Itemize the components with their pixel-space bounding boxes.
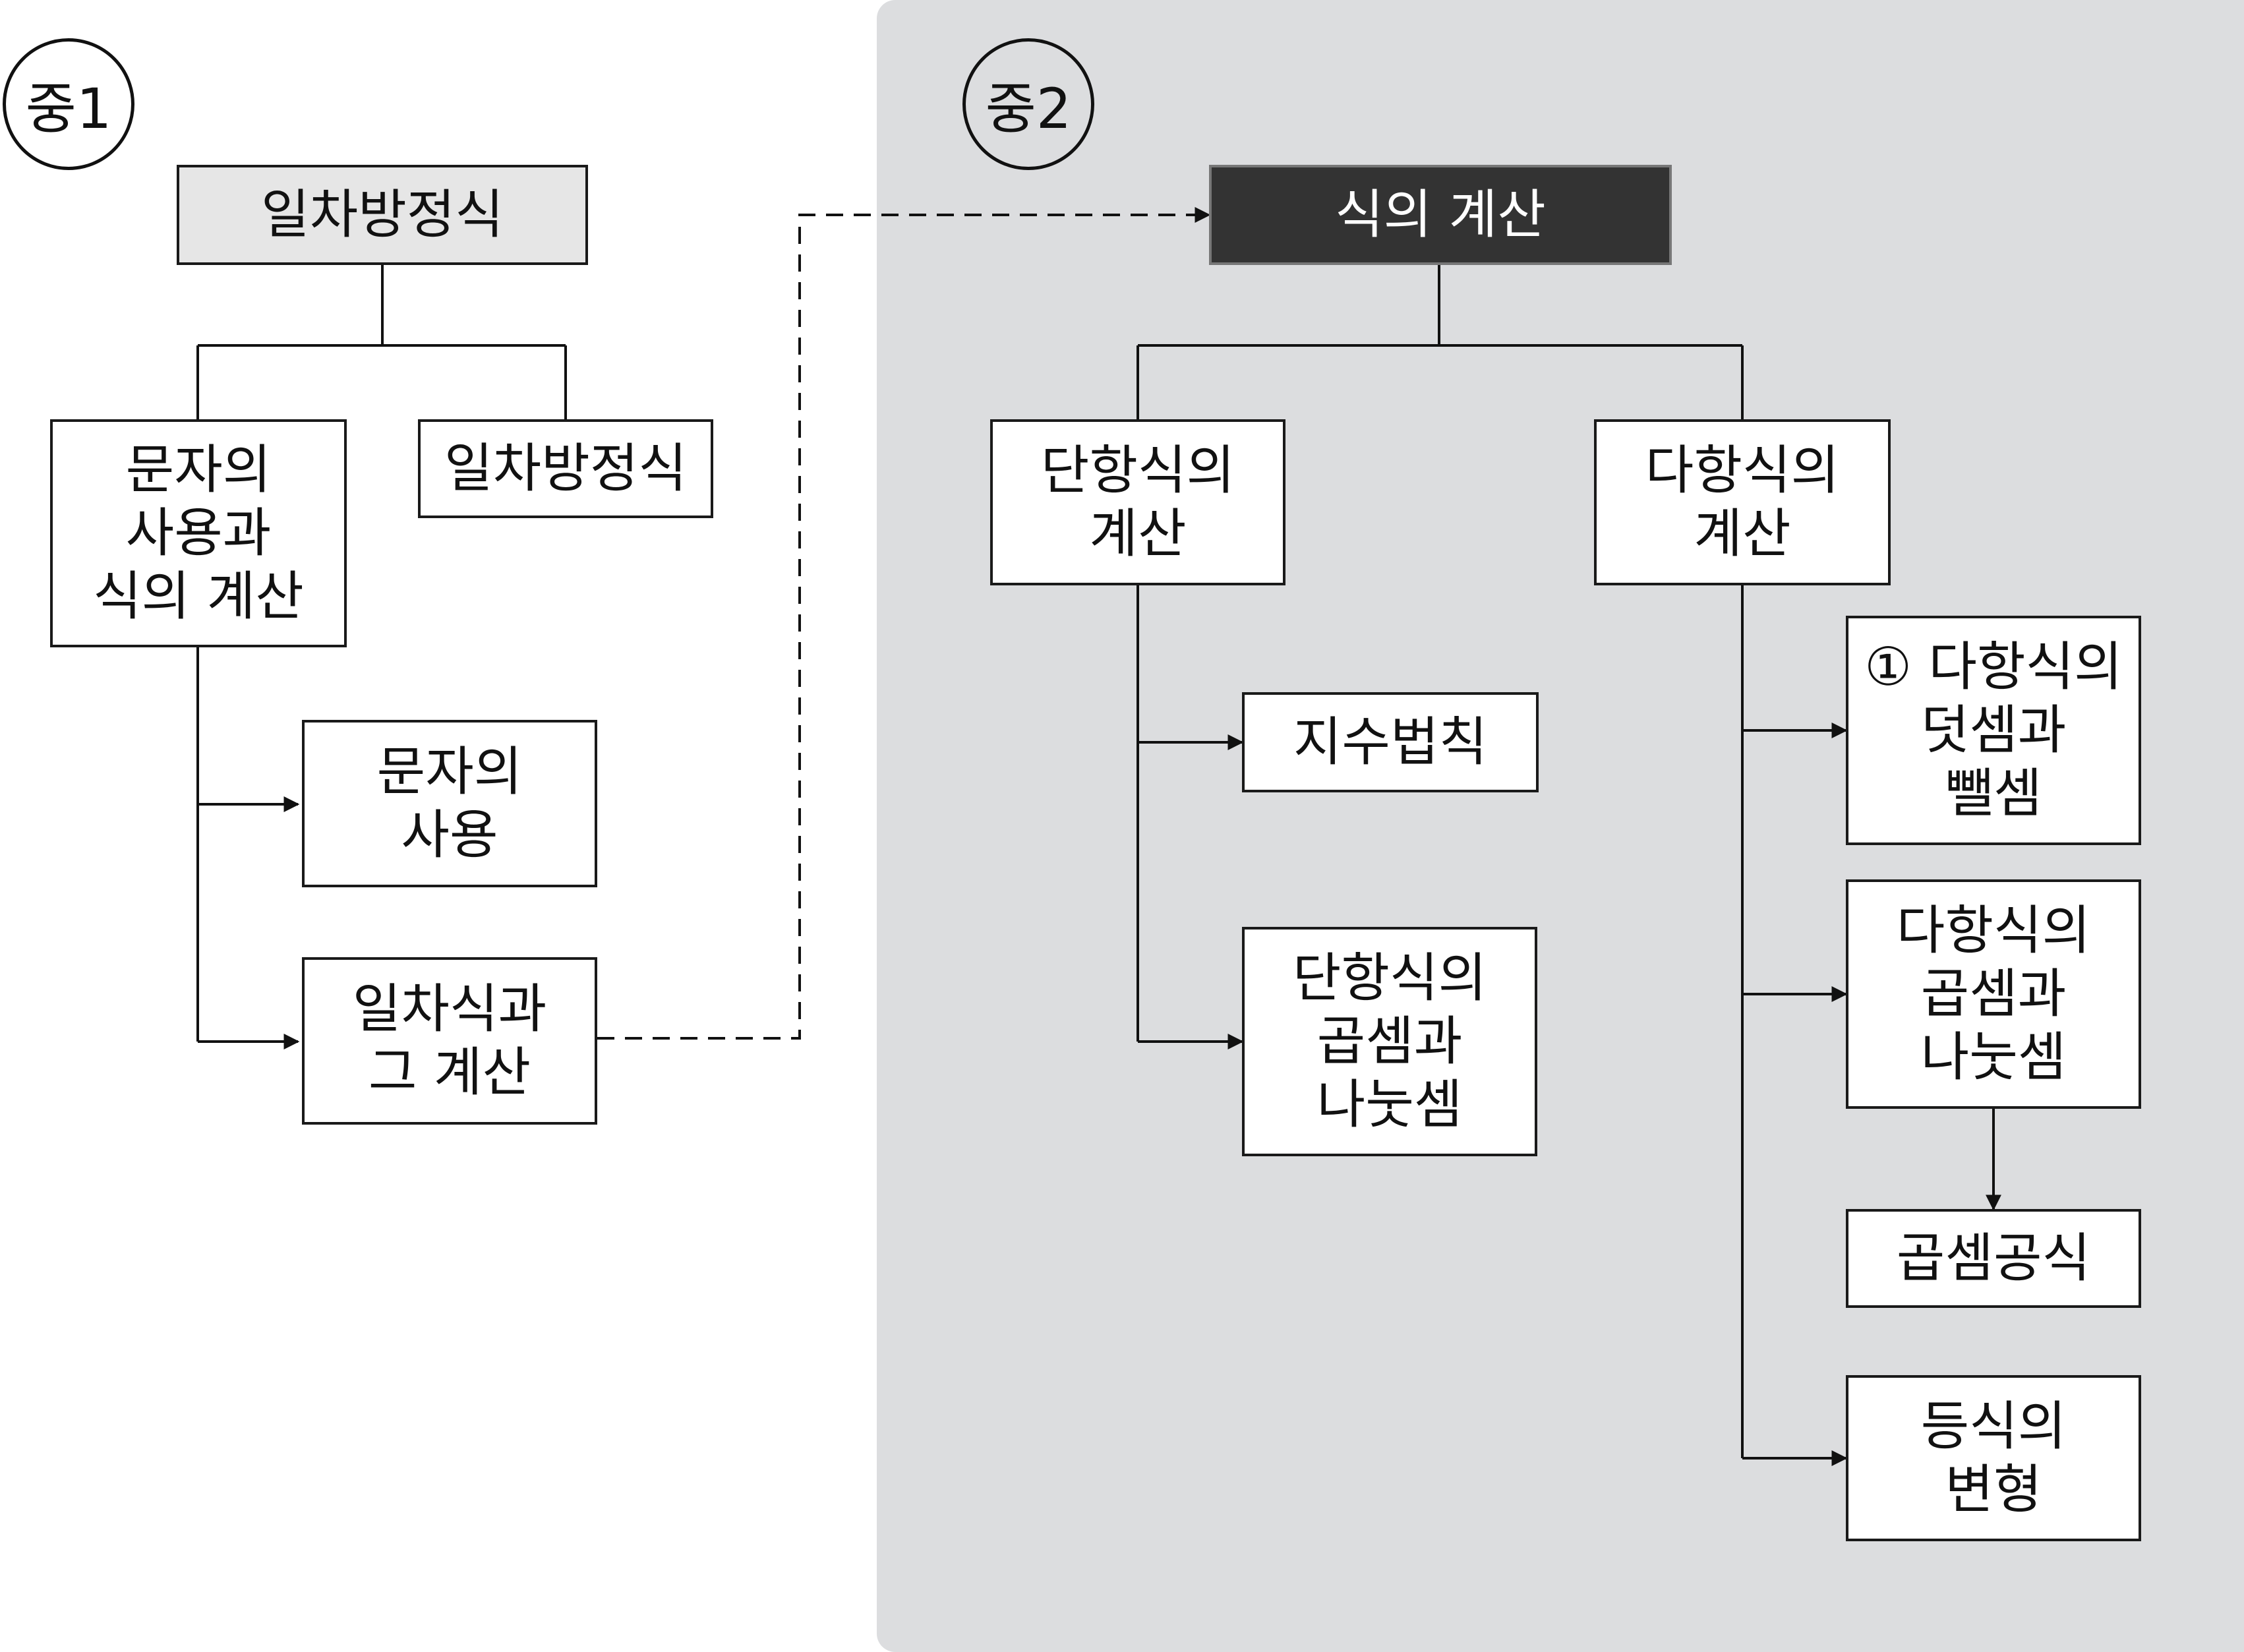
linear-expression-node: 일차식과 그 계산 [302, 957, 597, 1125]
grade2-root-node: 식의 계산 [1209, 165, 1672, 265]
exponent-laws-node: 지수법칙 [1242, 692, 1539, 792]
mult-formula-node: 곱셈공식 [1846, 1209, 2141, 1308]
grade1-root-node: 일차방정식 [177, 165, 588, 265]
use-of-letters-node: 문자의 사용 [302, 720, 597, 887]
grade2-badge: 중2 [962, 38, 1094, 170]
monomial-muldiv-node: 단항식의 곱셈과 나눗셈 [1242, 927, 1537, 1156]
poly-addsub-node: ① 다항식의 덧셈과 뺄셈 [1846, 616, 2141, 845]
poly-muldiv-node: 다항식의 곱셈과 나눗셈 [1846, 879, 2141, 1109]
polynomial-calc-node: 다항식의 계산 [1594, 419, 1891, 585]
grade1-badge: 중1 [3, 38, 134, 170]
monomial-calc-node: 단항식의 계산 [990, 419, 1285, 585]
letters-and-expressions-node: 문자의 사용과 식의 계산 [50, 419, 347, 647]
linear-equation-node: 일차방정식 [418, 419, 713, 518]
equation-transform-node: 등식의 변형 [1846, 1375, 2141, 1541]
